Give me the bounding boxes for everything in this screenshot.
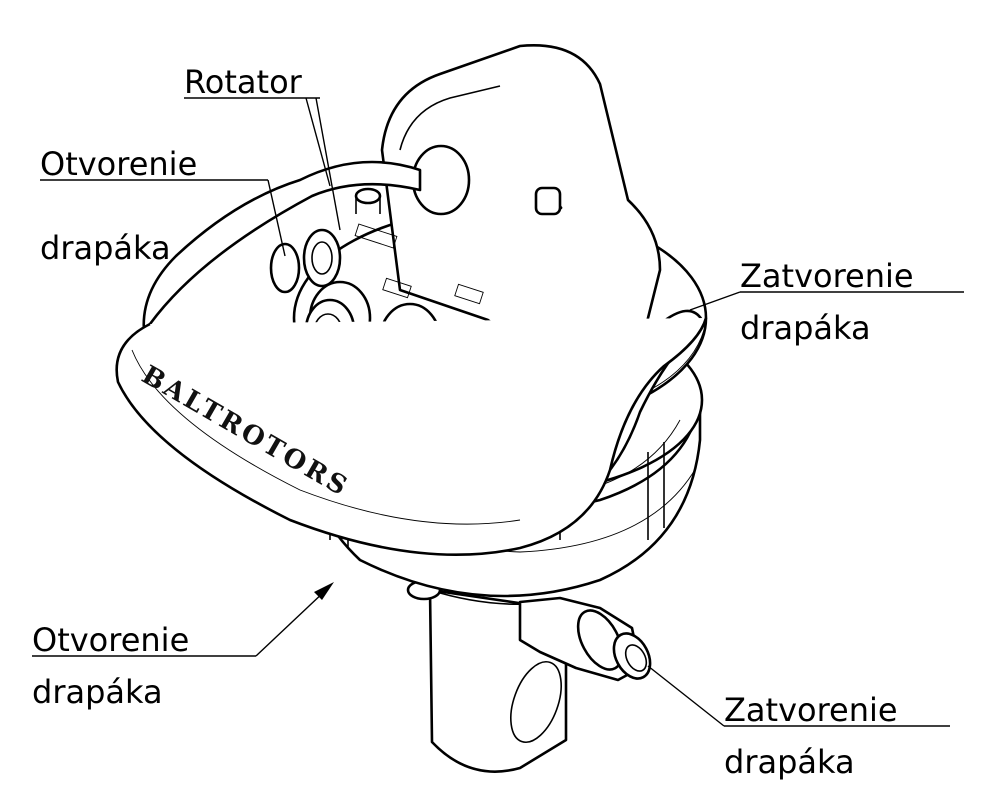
grab-close-right-label-line2: drapáka xyxy=(740,309,871,347)
grab-open-top-label-line1: Otvorenie xyxy=(40,145,198,183)
protective-frame xyxy=(115,160,708,557)
grab-close-bottom-label-line1: Zatvorenie xyxy=(724,691,898,729)
rotator-label: Rotator xyxy=(184,63,302,101)
grab-open-top-label-line2: drapáka xyxy=(40,229,171,267)
lower-fitting xyxy=(518,596,652,682)
grab-close-bottom-label-line2: drapáka xyxy=(724,743,855,781)
grab-open-bottom-label-line1: Otvorenie xyxy=(32,621,190,659)
grab-close-right-label-line1: Zatvorenie xyxy=(740,257,914,295)
leader-lines xyxy=(32,97,964,727)
grab-open-bottom-label-line2: drapáka xyxy=(32,673,163,711)
